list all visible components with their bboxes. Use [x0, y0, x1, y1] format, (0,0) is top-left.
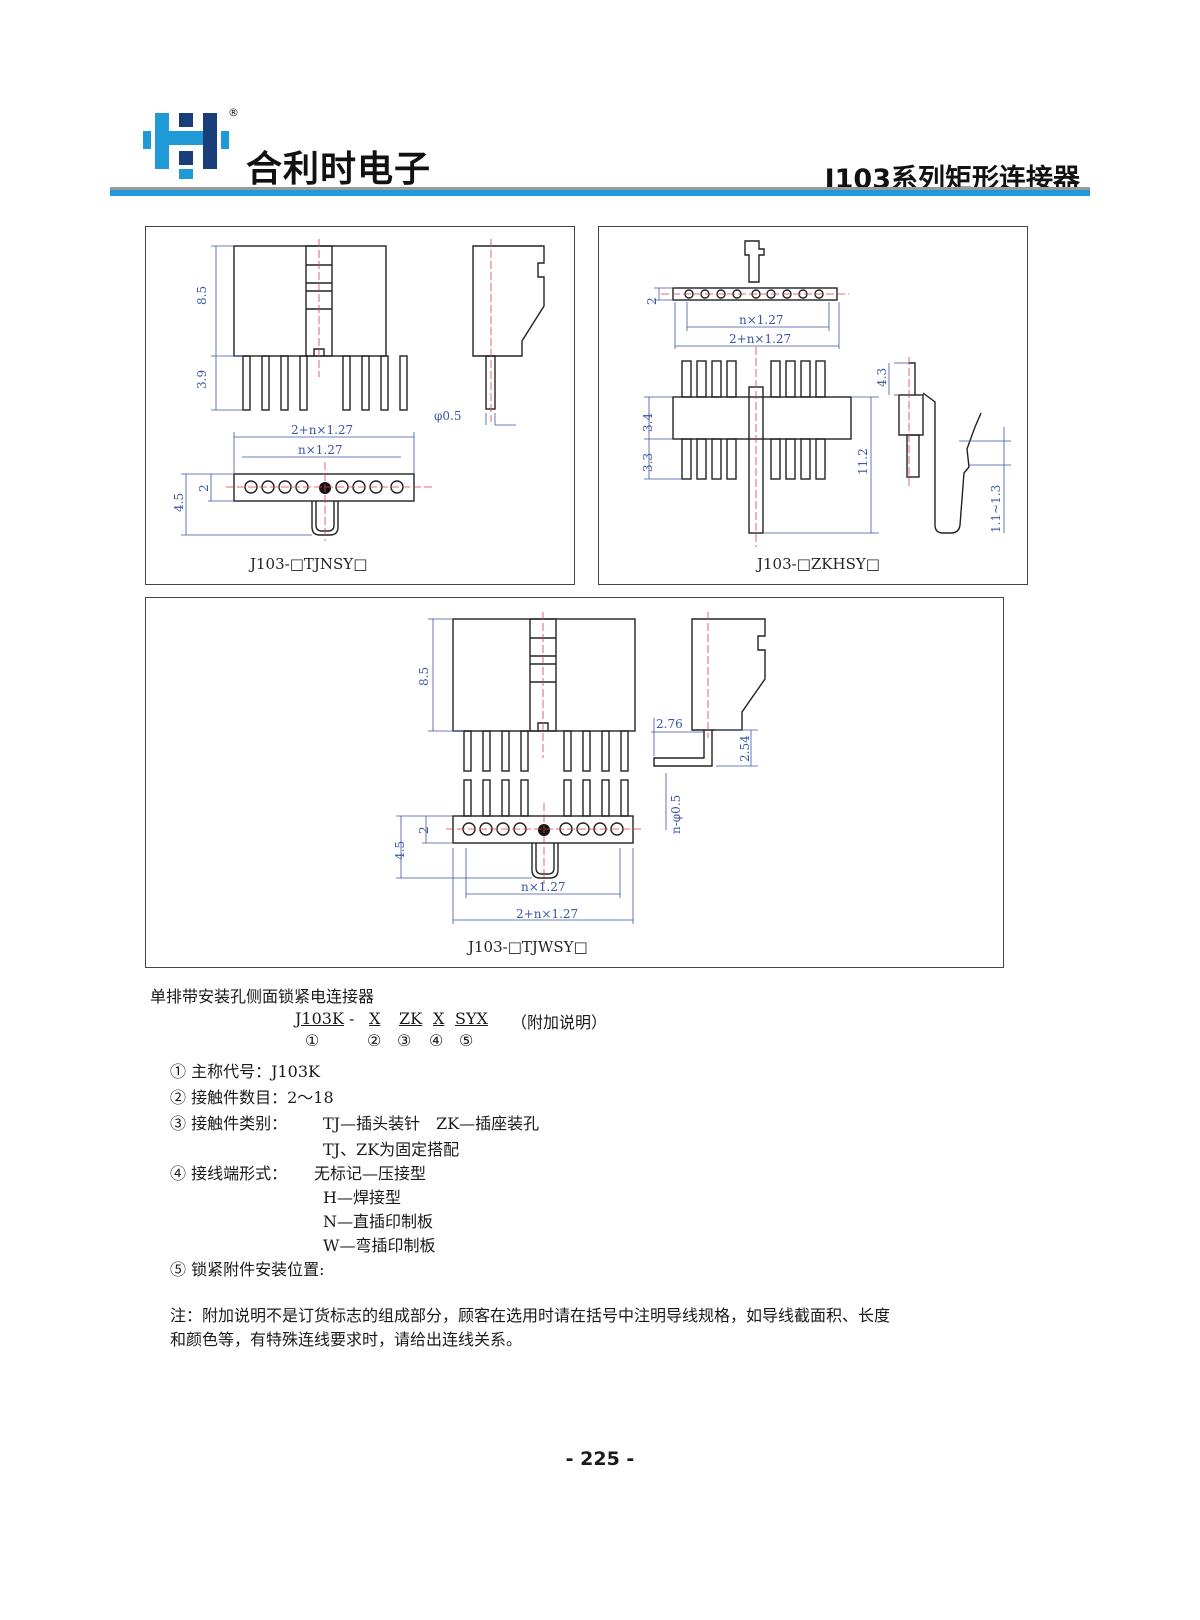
panel-tjwsy: 8.5 2.76 2.54 n-φ0.5 4.5 2 n×1.27 2+n×1.…: [145, 597, 1004, 968]
dim-z-h-row: 2: [645, 297, 659, 305]
code-marker-4: ④: [429, 1031, 444, 1050]
dim-w-h-total: 4.5: [393, 841, 407, 860]
dim-z-pitch: n×1.27: [739, 313, 784, 327]
dim-w-pin-dia: n-φ0.5: [669, 795, 683, 834]
code-part-4: X: [433, 1009, 445, 1028]
item-3-value-2: TJ、ZK为固定搭配: [323, 1140, 460, 1159]
brand-name: 合利时电子: [246, 149, 432, 190]
code-sep: -: [349, 1009, 355, 1028]
dim-h-body: 8.5: [195, 286, 209, 305]
code-part-5: SYX: [455, 1009, 488, 1028]
item-4-label: ④ 接线端形式：: [170, 1164, 288, 1183]
item-4-value-4: W—弯插印制板: [323, 1236, 436, 1255]
dim-overall: 2+n×1.27: [291, 423, 353, 437]
dim-z-h-lower: 3.3: [641, 453, 655, 472]
dim-pin-dia: φ0.5: [434, 409, 462, 423]
code-marker-3: ③: [397, 1031, 412, 1050]
dim-h-row: 2: [197, 484, 211, 492]
company-logo-icon: [143, 113, 229, 179]
dim-z-h-top: 4.3: [875, 368, 889, 387]
registered-mark: ®: [228, 106, 239, 119]
code-part-1: J103K: [295, 1009, 344, 1028]
code-part-2: X: [369, 1009, 381, 1028]
code-note: （附加说明）: [511, 1013, 608, 1032]
drawing-zkhsy: 2 n×1.27 2+n×1.27 3.4 3.3 11.2 4.3 1.1~1…: [641, 240, 1011, 547]
item-5: ⑤ 锁紧附件安装位置:: [170, 1260, 325, 1279]
item-3-label: ③ 接触件类别：: [170, 1114, 288, 1133]
drawing-tjnsy: 8.5 3.9 φ0.5 2+n×1.27 n×1.27 4.5 2: [172, 239, 545, 541]
caption-tjnsy: J103-□TJNSY□: [250, 555, 368, 573]
header-rule-blue: [110, 190, 1090, 196]
code-marker-2: ②: [367, 1031, 382, 1050]
note-line-2: 和颜色等，有特殊连线要求时，请给出连线关系。: [170, 1330, 523, 1349]
item-2: ② 接触件数目：2～18: [170, 1088, 334, 1107]
dim-z-range: 1.1~1.3: [989, 485, 1003, 533]
dim-w-h-body: 8.5: [417, 667, 431, 686]
dim-w-h-bend: 2.54: [738, 735, 752, 762]
code-marker-5: ⑤: [459, 1031, 474, 1050]
panel-tjnsy: 8.5 3.9 φ0.5 2+n×1.27 n×1.27 4.5 2 J103-…: [145, 226, 575, 585]
dim-h-pin: 3.9: [195, 370, 209, 389]
drawing-tjwsy: 8.5 2.76 2.54 n-φ0.5 4.5 2 n×1.27 2+n×1.…: [393, 612, 766, 924]
dim-z-overall: 2+n×1.27: [729, 332, 791, 346]
dim-h-total: 4.5: [172, 493, 186, 512]
code-part-3: ZK: [399, 1009, 423, 1028]
header-rule-gray: [110, 187, 1090, 190]
item-4-value-3: N—直插印制板: [323, 1212, 434, 1231]
note-line-1: 注：附加说明不是订货标志的组成部分，顾客在选用时请在括号中注明导线规格，如导线截…: [170, 1306, 891, 1325]
dim-z-h-total: 11.2: [856, 448, 870, 475]
dim-w-h-row: 2: [417, 826, 431, 834]
model-code: J103K - X ZK X SYX （附加说明） ① ② ③ ④ ⑤: [295, 1009, 625, 1053]
caption-tjwsy: J103-□TJWSY□: [468, 938, 588, 956]
dim-w-overall: 2+n×1.27: [516, 907, 578, 921]
item-4-value-1: 无标记—压接型: [314, 1164, 427, 1183]
item-3-value-1: TJ—插头装针 ZK—插座装孔: [323, 1114, 540, 1133]
item-4-value-2: H—焊接型: [323, 1188, 401, 1207]
code-marker-1: ①: [305, 1031, 320, 1050]
dim-z-h-upper: 3.4: [641, 413, 655, 432]
dim-w-bend: 2.76: [656, 717, 683, 731]
desc-title: 单排带安装孔侧面锁紧电连接器: [150, 987, 375, 1006]
page-number: - 225 -: [565, 1448, 635, 1470]
item-1: ① 主称代号：J103K: [170, 1062, 320, 1081]
caption-zkhsy: J103-□ZKHSY□: [757, 555, 880, 573]
dim-pitch: n×1.27: [298, 443, 343, 457]
panel-zkhsy: 2 n×1.27 2+n×1.27 3.4 3.3 11.2 4.3 1.1~1…: [598, 226, 1028, 585]
dim-w-pitch: n×1.27: [521, 880, 566, 894]
